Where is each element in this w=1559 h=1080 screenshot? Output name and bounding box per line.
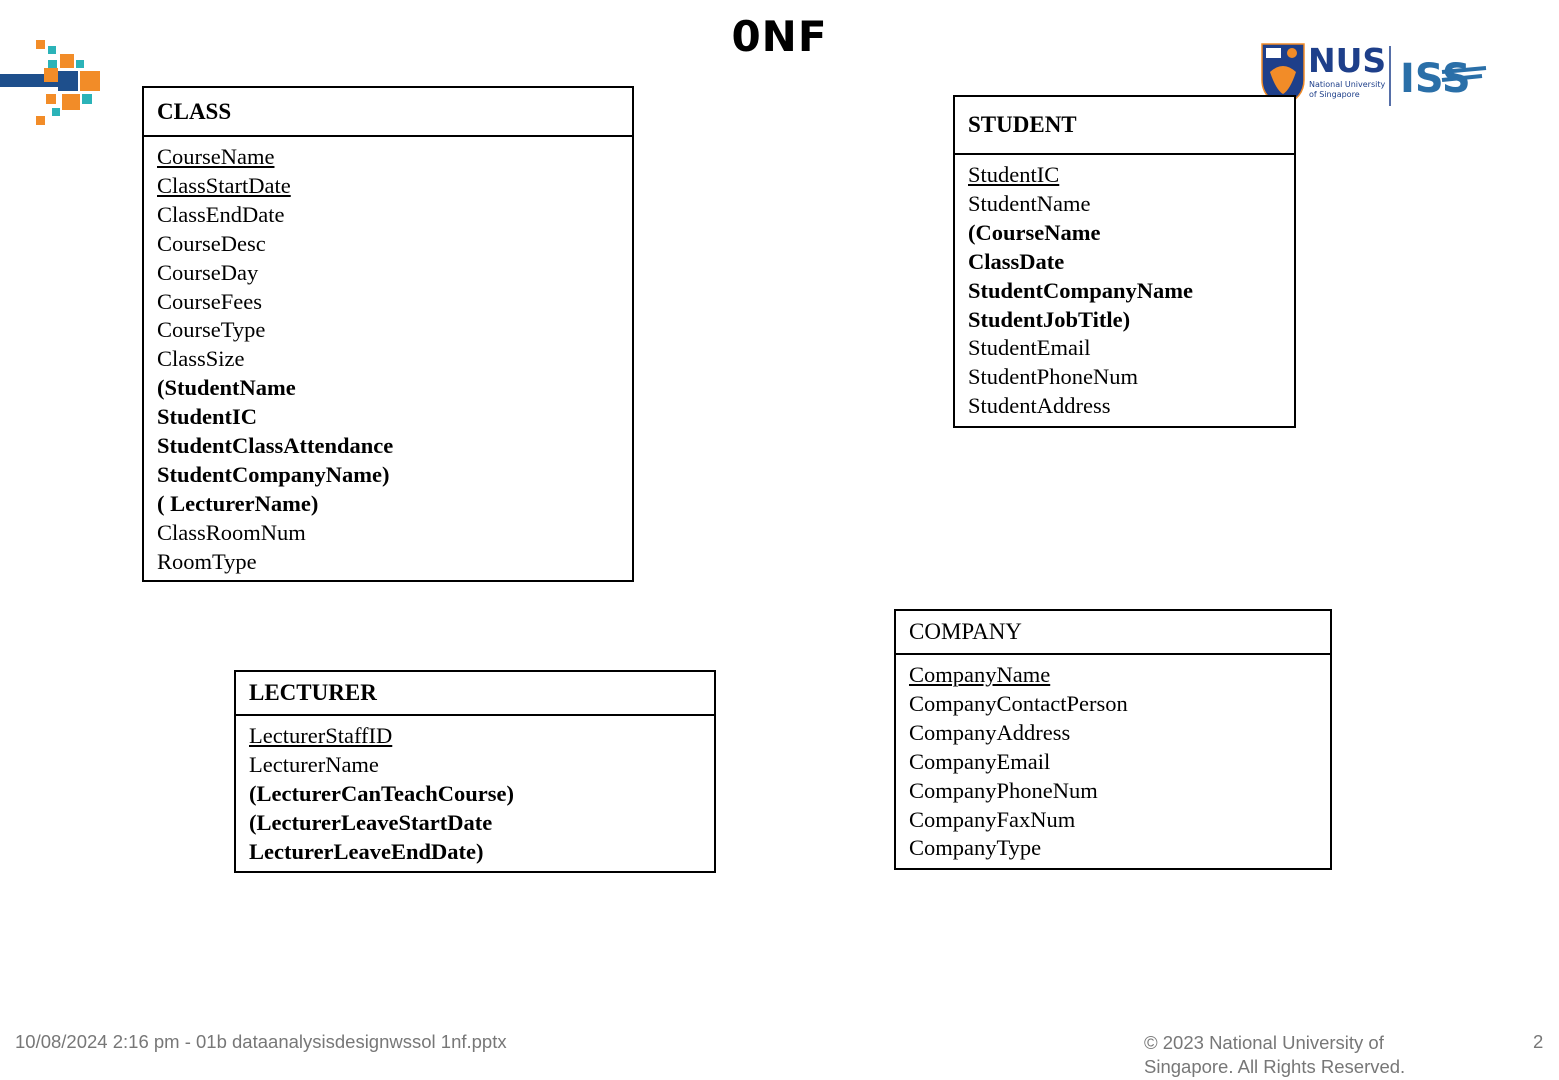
attribute: StudentEmail xyxy=(968,335,1091,361)
attribute: CourseFees xyxy=(157,288,262,314)
attribute: CompanyFaxNum xyxy=(909,806,1076,832)
footer-copyright-line1: © 2023 National University of xyxy=(1144,1032,1384,1053)
attribute: LecturerName xyxy=(249,751,379,777)
attribute-repeating-group: (LecturerCanTeachCourse) xyxy=(249,780,514,806)
attribute-repeating-group: StudentCompanyName) xyxy=(157,461,390,487)
footer-copyright-line2: Singapore. All Rights Reserved. xyxy=(1144,1056,1406,1077)
attribute-repeating-group: (StudentName xyxy=(157,375,296,401)
attribute-primary-key: LecturerStaffID xyxy=(249,723,393,748)
attribute-repeating-group: StudentCompanyName xyxy=(968,277,1194,303)
attribute: CourseDay xyxy=(157,259,259,285)
entity-lecturer: LECTURER LecturerStaffID LecturerName (L… xyxy=(234,670,716,873)
attribute-repeating-group: (LecturerLeaveStartDate xyxy=(249,809,493,835)
entity-student: STUDENT StudentIC StudentName (CourseNam… xyxy=(953,95,1296,428)
attribute: ClassEndDate xyxy=(157,201,285,227)
footer-file-info: 10/08/2024 2:16 pm - 01b dataanalysisdes… xyxy=(15,1031,507,1052)
attribute-primary-key: CourseName xyxy=(157,144,275,169)
attribute-primary-key: ClassStartDate xyxy=(157,172,291,198)
attribute: StudentPhoneNum xyxy=(968,364,1139,390)
attribute: StudentName xyxy=(968,190,1091,216)
entity-lecturer-attributes: LecturerStaffID LecturerName (LecturerCa… xyxy=(236,716,714,867)
svg-text:of Singapore: of Singapore xyxy=(1309,90,1360,99)
svg-text:National University: National University xyxy=(1309,80,1386,89)
attribute-repeating-group: LecturerLeaveEndDate) xyxy=(249,838,484,864)
attribute: RoomType xyxy=(157,548,257,574)
entity-student-attributes: StudentIC StudentName (CourseName ClassD… xyxy=(955,155,1294,421)
attribute: CompanyContactPerson xyxy=(909,690,1128,716)
svg-text:NUS: NUS xyxy=(1308,42,1386,80)
attribute: CompanyEmail xyxy=(909,748,1051,774)
attribute-repeating-group: (CourseName xyxy=(968,219,1101,245)
attribute-repeating-group: StudentClassAttendance xyxy=(157,433,394,459)
attribute: CourseDesc xyxy=(157,230,266,256)
entity-company-attributes: CompanyName CompanyContactPerson Company… xyxy=(896,655,1330,863)
footer-copyright: © 2023 National University of Singapore.… xyxy=(1144,1031,1405,1079)
attribute: ClassSize xyxy=(157,346,245,372)
page-title: 0NF xyxy=(731,12,828,61)
attribute-repeating-group: StudentIC xyxy=(157,404,258,430)
entity-student-name: STUDENT xyxy=(955,97,1294,155)
attribute: CompanyPhoneNum xyxy=(909,777,1098,803)
footer-page-number: 2 xyxy=(1533,1031,1544,1052)
attribute-primary-key: StudentIC xyxy=(968,162,1060,187)
attribute: CompanyType xyxy=(909,835,1042,861)
attribute: ClassRoomNum xyxy=(157,519,306,545)
attribute-primary-key: CompanyName xyxy=(909,662,1051,687)
entity-class-name: CLASS xyxy=(144,88,632,137)
entity-class-attributes: CourseName ClassStartDate ClassEndDate C… xyxy=(144,137,632,577)
attribute-repeating-group: ( LecturerName) xyxy=(157,490,319,516)
attribute: CompanyAddress xyxy=(909,719,1071,745)
nus-iss-logo: NUS National University of Singapore ISS xyxy=(1261,42,1487,107)
attribute-repeating-group: ClassDate xyxy=(968,248,1065,274)
attribute: CourseType xyxy=(157,317,266,343)
entity-lecturer-name: LECTURER xyxy=(236,672,714,716)
entity-company-name: COMPANY xyxy=(896,611,1330,655)
attribute: StudentAddress xyxy=(968,393,1111,419)
entity-company: COMPANY CompanyName CompanyContactPerson… xyxy=(894,609,1332,870)
attribute-repeating-group: StudentJobTitle) xyxy=(968,306,1131,332)
entity-class: CLASS CourseName ClassStartDate ClassEnd… xyxy=(142,86,634,582)
pixel-logo-icon xyxy=(0,40,100,125)
